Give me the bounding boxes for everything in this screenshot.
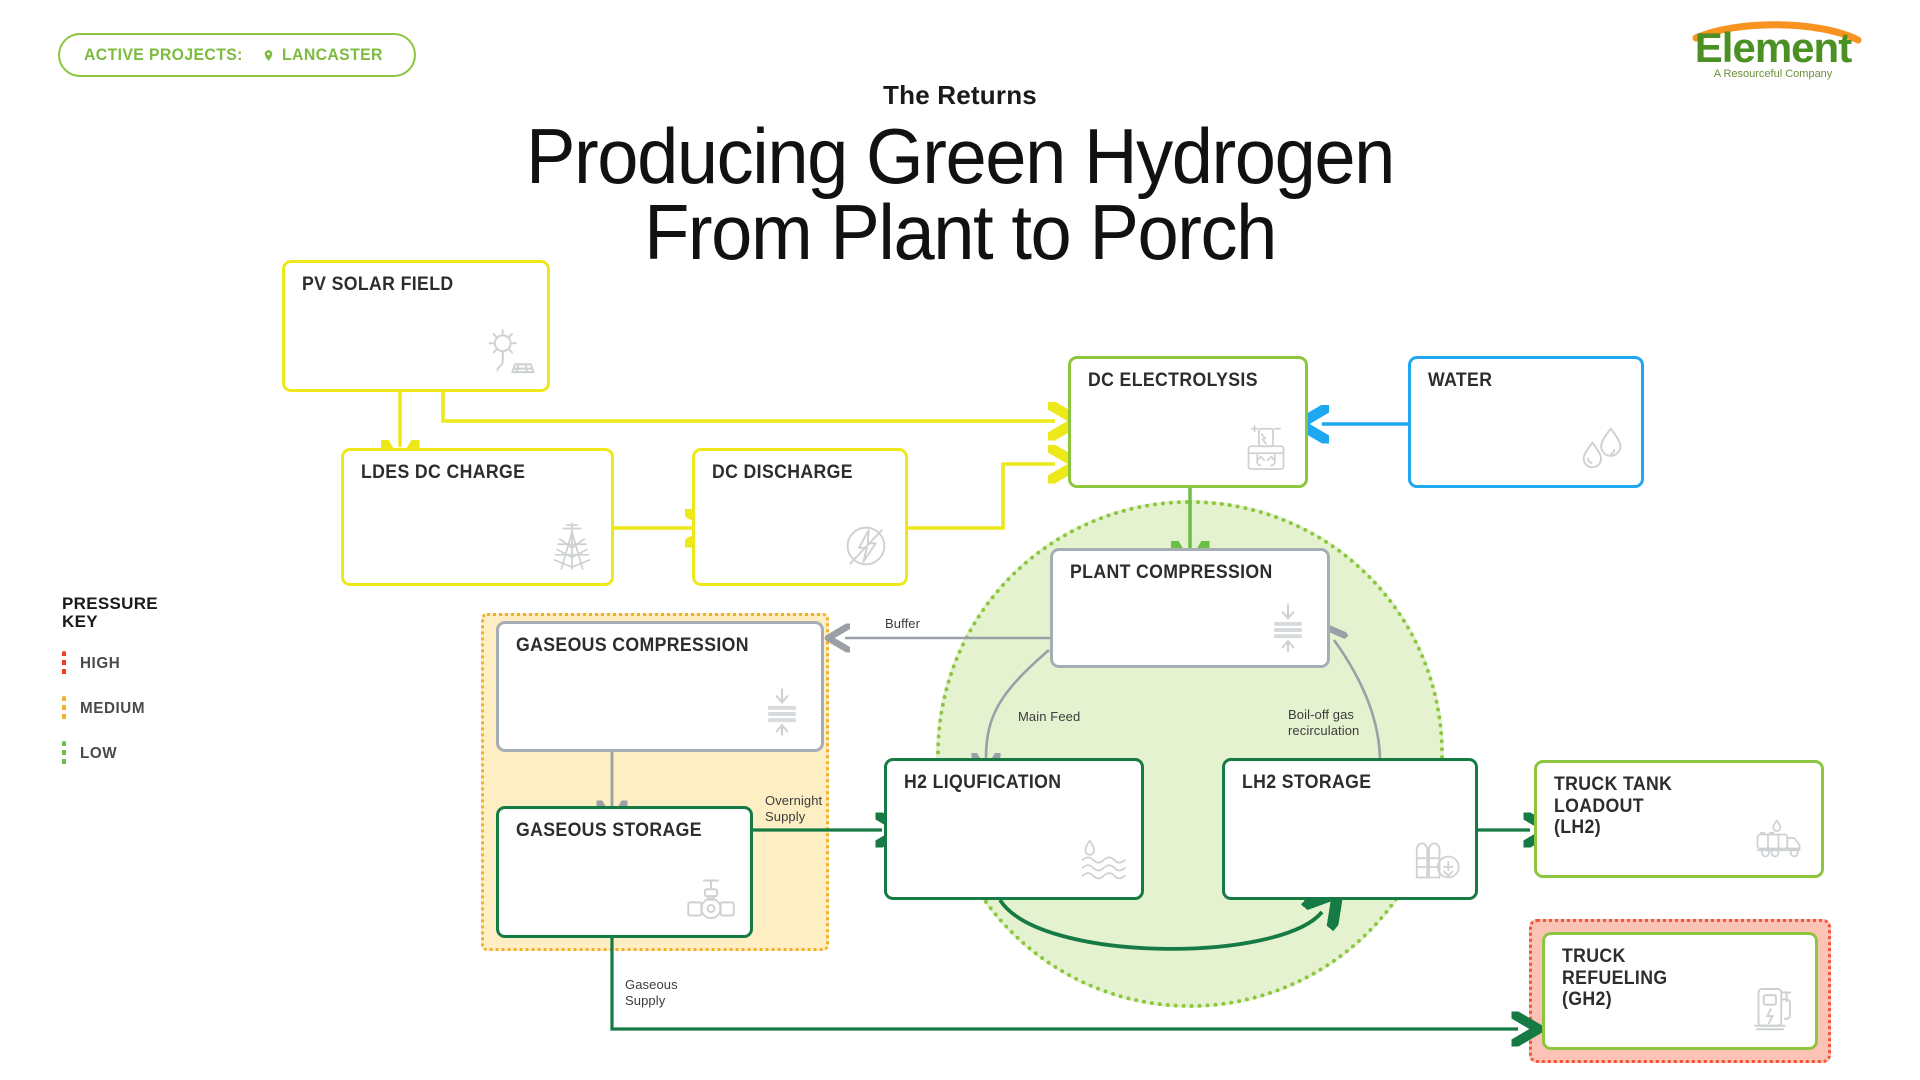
node-label: TRUCK REFUELING (GH2) [1562,946,1668,1011]
node-dc-electrolysis[interactable]: DC ELECTROLYSIS [1068,356,1308,488]
pressure-key-label: LOW [80,744,118,762]
low-pressure-swatch [62,740,66,767]
solar-panel-icon [480,324,536,380]
node-label: H2 LIQUFICATION [904,772,1062,793]
valve-icon [683,870,739,926]
node-h2-liquefaction[interactable]: H2 LIQUFICATION [884,758,1144,900]
node-label: PV SOLAR FIELD [302,274,454,295]
svg-text:Element: Element [1695,24,1852,71]
node-label: WATER [1428,370,1493,391]
node-label: GASEOUS COMPRESSION [516,635,749,656]
electrolyzer-icon [1238,420,1294,476]
bolt-circle-icon [838,518,894,574]
node-water[interactable]: WATER [1408,356,1644,488]
compressor-icon [1260,600,1316,656]
page-title-line1: Producing Green Hydrogen [526,112,1395,200]
flow-label-buffer: Buffer [885,616,921,631]
element-logo: Element A Resourceful Company [1668,14,1878,82]
compressor-icon [754,684,810,740]
water-drops-icon [1574,420,1630,476]
badge-label: ACTIVE PROJECTS: [84,45,243,64]
badge-location: LANCASTER [281,45,383,64]
medium-pressure-swatch [62,695,66,722]
node-dc-discharge[interactable]: DC DISCHARGE [692,448,908,586]
pressure-key-label: HIGH [80,654,121,672]
pressure-key: PRESSURE KEY HIGH MEDIUM LOW [62,594,242,767]
pressure-key-label: MEDIUM [80,699,146,717]
node-label: TRUCK TANK LOADOUT (LH2) [1554,774,1673,839]
wire-discharge-to-electrolysis [908,464,1055,530]
flow-label-gaseous-supply: Gaseous Supply [625,977,678,1008]
map-pin-icon [262,49,275,62]
page-kicker: The Returns [883,80,1037,110]
node-truck-tank-loadout[interactable]: TRUCK TANK LOADOUT (LH2) [1534,760,1824,878]
flow-label-main-feed: Main Feed [1018,709,1081,724]
node-label: PLANT COMPRESSION [1070,562,1273,583]
node-pv-solar-field[interactable]: PV SOLAR FIELD [282,260,550,392]
pylon-icon [544,518,600,574]
pressure-key-item-low: LOW [62,740,242,767]
tanker-truck-icon [1754,810,1810,866]
flow-label-boil-off: Boil-off gas recirculation [1288,707,1360,738]
node-label: LH2 STORAGE [1242,772,1372,793]
node-ldes-dc-charge[interactable]: LDES DC CHARGE [341,448,614,586]
high-pressure-swatch [62,650,66,677]
node-plant-compression[interactable]: PLANT COMPRESSION [1050,548,1330,668]
node-label: LDES DC CHARGE [361,462,526,483]
pressure-key-item-medium: MEDIUM [62,695,242,722]
pressure-key-item-high: HIGH [62,650,242,677]
page-title: Producing Green Hydrogen From Plant to P… [48,117,1872,277]
svg-text:A Resourceful Company: A Resourceful Company [1714,68,1833,80]
node-gaseous-compression[interactable]: GASEOUS COMPRESSION [496,621,824,752]
node-lh2-storage[interactable]: LH2 STORAGE [1222,758,1478,900]
fuel-pump-icon [1748,982,1804,1038]
active-projects-badge[interactable]: ACTIVE PROJECTS: LANCASTER [58,33,417,77]
node-truck-refueling[interactable]: TRUCK REFUELING (GH2) [1542,932,1818,1050]
node-label: DC DISCHARGE [712,462,853,483]
node-label: GASEOUS STORAGE [516,820,702,841]
node-label: DC ELECTROLYSIS [1088,370,1258,391]
liquid-waves-icon [1074,832,1130,888]
page-title-line2: From Plant to Porch [644,188,1277,277]
node-gaseous-storage[interactable]: GASEOUS STORAGE [496,806,753,938]
pressure-key-title: PRESSURE KEY [62,594,158,632]
flow-label-overnight-supply: Overnight Supply [765,793,823,824]
wire-pv-to-electrolysis [441,392,1055,421]
storage-tanks-icon [1408,832,1464,888]
